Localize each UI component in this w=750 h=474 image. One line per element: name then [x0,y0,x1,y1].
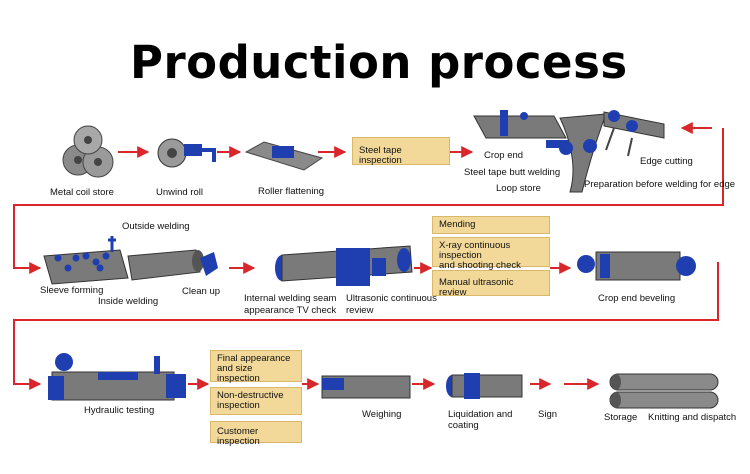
coating-illustration [446,373,523,399]
non-destructive-line-2: inspection [217,400,260,411]
weighing-illustration [321,375,411,399]
label-internal-welding-seam: Internal welding seam [244,293,337,304]
label-outside-welding: Outside welding [122,221,190,232]
label-liquidation-line-2: coating [448,420,479,431]
final-appearance-line-2: and size inspection [217,363,260,384]
box-customer-inspection: Customer inspection [210,421,302,447]
crop-end-illustration [473,110,576,148]
label-steel-tape-butt-welding: Steel tape butt welding [464,167,561,178]
label-clean-up: Clean up [182,286,221,297]
page-title: Production process [130,36,628,89]
welding-pipe-illustration [127,249,218,281]
label-storage: Storage [604,412,638,423]
label-crop-end-beveling: Crop end beveling [598,293,676,304]
label-roller-flattening: Roller flattening [258,186,325,197]
xray-line-1: X-ray continuous inspection [439,240,511,261]
sleeve-forming-illustration [43,236,129,285]
crop-end-beveling-illustration [577,251,696,281]
label-hydraulic-testing: Hydraulic testing [84,405,155,416]
arrow-return-2 [13,262,719,390]
box-xray-inspection: X-ray continuous inspection and shooting… [432,237,550,271]
label-sleeve-forming: Sleeve forming [40,285,104,296]
non-destructive-line-1: Non-destructive [217,390,284,401]
unwind-roll-illustration [157,138,216,168]
label-unwind-roll: Unwind roll [156,187,203,198]
label-edge-cutting: Edge cutting [640,156,693,167]
box-manual-ultrasonic-review: Manual ultrasonic review [432,270,550,298]
label-crop-end: Crop end [484,150,524,161]
roller-flattening-illustration [244,141,324,171]
storage-illustration [609,373,719,409]
label-inside-welding: Inside welding [98,296,159,307]
final-appearance-line-1: Final appearance [217,353,291,364]
label-sign: Sign [538,409,558,420]
box-non-destructive: Non-destructive inspection [210,387,302,415]
label-ultrasonic-continuous: Ultrasonic continuous [346,293,437,304]
label-loop-store: Loop store [496,183,541,194]
label-liquidation-line-1: Liquidation and [448,409,513,420]
coil-store-illustration [62,125,114,178]
tv-check-illustration [275,245,413,286]
label-appearance-tv-check: appearance TV check [244,305,337,316]
arrow-return-1 [13,128,724,274]
edge-cutting-illustration [603,110,665,157]
box-mending: Mending [432,216,550,234]
label-review: review [346,305,374,316]
box-steel-tape-inspection: Steel tape inspection [352,137,450,166]
hydraulic-testing-illustration [48,353,186,401]
label-preparation-before-welding: Preparation before welding for edge [584,179,736,190]
loop-store-illustration [559,113,607,193]
box-final-appearance: Final appearance and size inspection [210,350,302,384]
label-weighing: Weighing [362,409,402,420]
xray-line-2: and shooting check [439,260,521,271]
label-metal-coil-store: Metal coil store [50,187,114,198]
label-knitting-and-dispatch: Knitting and dispatch [648,412,737,423]
